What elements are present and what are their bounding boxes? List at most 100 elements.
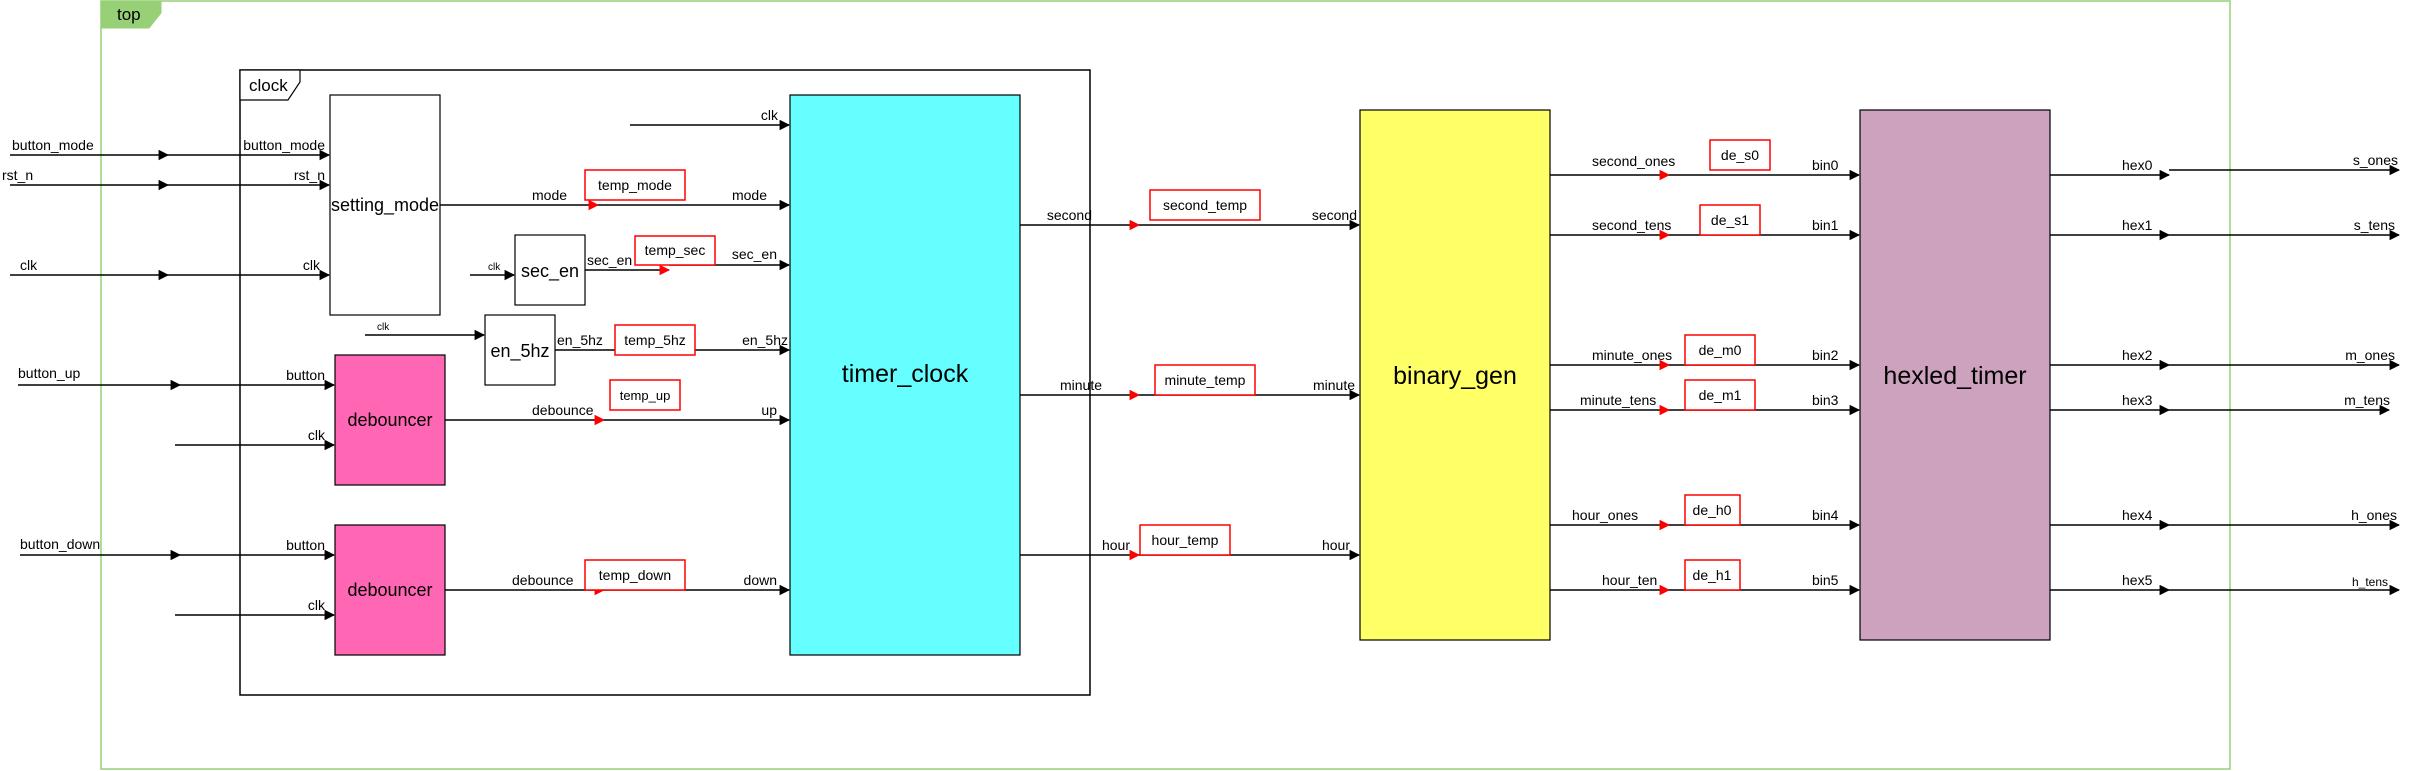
tag-de-s0-text: de_s0 (1721, 147, 1759, 163)
tag-de-m1 (1684, 379, 1756, 411)
sec-en-port-out: sec_en (587, 252, 632, 268)
output-h-ones: h_ones (2351, 507, 2397, 523)
hx-port-hex3: hex3 (2122, 392, 2153, 408)
tag-temp-mode (584, 169, 686, 201)
setting-mode-port-rst-n: rst_n (294, 167, 325, 183)
bg-port-hour-ones: hour_ones (1572, 507, 1638, 523)
tc-port-minute: minute (1060, 377, 1102, 393)
tag-temp-5hz-text: temp_5hz (624, 332, 685, 348)
tc-port-en-5hz: en_5hz (742, 332, 788, 348)
tc-port-up: up (761, 402, 777, 418)
output-m-tens: m_tens (2344, 392, 2390, 408)
deb-down-port-button: button (286, 537, 325, 553)
tag-de-s1-text: de_s1 (1711, 212, 1749, 228)
deb-up-port-out: debounce (532, 402, 594, 418)
hx-port-hex4: hex4 (2122, 507, 2153, 523)
tag-second-temp-text: second_temp (1163, 197, 1247, 213)
tag-de-h1 (1684, 559, 1741, 591)
tag-temp-down-text: temp_down (599, 567, 671, 583)
tag-de-s0 (1709, 139, 1771, 171)
deb-down-port-out: debounce (512, 572, 574, 588)
sec-en-port-clk: clk (488, 262, 501, 273)
tc-port-clk: clk (761, 107, 779, 123)
label-clk-in: clk (20, 257, 38, 273)
tag-de-h0-text: de_h0 (1693, 502, 1732, 518)
en-5hz-port-clk: clk (377, 322, 390, 333)
debouncer-up-block (334, 354, 446, 486)
tag-temp-sec (634, 235, 716, 266)
bg-port-second-tens: second_tens (1592, 217, 1671, 233)
tag-de-h1-text: de_h1 (1693, 567, 1732, 583)
output-m-ones: m_ones (2345, 347, 2395, 363)
hx-port-bin1: bin1 (1812, 217, 1839, 233)
hx-port-bin5: bin5 (1812, 572, 1839, 588)
tag-de-h0 (1684, 494, 1741, 526)
hexled-timer-title: hexled_timer (1883, 362, 2026, 390)
bg-port-second: second (1312, 207, 1357, 223)
hx-port-hex0: hex0 (2122, 157, 2153, 173)
label-button-mode-in: button_mode (12, 137, 94, 153)
tag-temp-up-text: temp_up (620, 388, 671, 403)
timer-clock-block (789, 94, 1021, 656)
tc-port-down: down (744, 572, 777, 588)
tag-temp-5hz (614, 324, 696, 356)
debouncer-down-block (334, 524, 446, 656)
tag-de-m0-text: de_m0 (1699, 342, 1742, 358)
setting-mode-port-button-mode: button_mode (243, 137, 325, 153)
en-5hz-title: en_5hz (490, 341, 549, 362)
deb-up-port-button: button (286, 367, 325, 383)
bg-port-minute-ones: minute_ones (1592, 347, 1672, 363)
bg-port-minute: minute (1313, 377, 1355, 393)
binary-gen-block (1359, 109, 1551, 641)
hx-port-hex2: hex2 (2122, 347, 2153, 363)
tc-port-sec-en: sec_en (732, 246, 777, 262)
binary-gen-title: binary_gen (1393, 362, 1517, 390)
setting-mode-port-clk: clk (303, 257, 321, 273)
top-frame-label: top (117, 5, 141, 24)
debouncer-up-title: debouncer (347, 410, 432, 430)
tag-de-m1-text: de_m1 (1699, 387, 1742, 403)
sec-en-block (514, 234, 586, 306)
tc-port-mode: mode (732, 187, 767, 203)
clock-frame-tab (239, 69, 301, 101)
deb-up-port-clk: clk (308, 427, 326, 443)
clock-frame-label: clock (249, 76, 288, 95)
deb-down-port-clk: clk (308, 597, 326, 613)
hx-port-bin4: bin4 (1812, 507, 1839, 523)
hx-port-hex5: hex5 (2122, 572, 2153, 588)
tag-minute-temp-text: minute_temp (1165, 372, 1246, 388)
label-button-down-in: button_down (20, 536, 100, 552)
bg-port-hour: hour (1322, 537, 1350, 553)
tag-temp-mode-text: temp_mode (598, 177, 672, 193)
en-5hz-port-out: en_5hz (557, 332, 603, 348)
hx-port-bin2: bin2 (1812, 347, 1839, 363)
hx-port-bin3: bin3 (1812, 392, 1839, 408)
output-s-ones: s_ones (2353, 152, 2398, 168)
en-5hz-block (484, 314, 556, 386)
tc-port-hour: hour (1102, 537, 1130, 553)
wire-label-mode: mode (532, 187, 567, 203)
hx-port-bin0: bin0 (1812, 157, 1839, 173)
tag-second-temp (1149, 189, 1261, 221)
setting-mode-title: setting_mode (331, 195, 439, 216)
tag-temp-sec-text: temp_sec (645, 242, 706, 258)
label-rst-n-in: rst_n (2, 167, 33, 183)
tag-minute-temp (1154, 364, 1256, 396)
tag-de-m0 (1684, 334, 1756, 366)
sec-en-title: sec_en (521, 261, 579, 282)
hexled-timer-block (1859, 109, 2051, 641)
tc-port-second: second (1047, 207, 1092, 223)
setting-mode-block (329, 94, 441, 316)
tag-temp-down (584, 559, 686, 591)
label-button-up-in: button_up (18, 365, 80, 381)
timer-clock-title: timer_clock (842, 360, 969, 388)
tag-de-s1 (1699, 204, 1761, 236)
clock-frame (239, 69, 1091, 696)
bg-port-minute-tens: minute_tens (1580, 392, 1656, 408)
debouncer-down-title: debouncer (347, 580, 432, 600)
top-frame-tab (100, 0, 162, 29)
output-h-tens: h_tens (2352, 575, 2388, 589)
bg-port-second-ones: second_ones (1592, 153, 1675, 169)
tag-hour-temp (1139, 524, 1231, 556)
